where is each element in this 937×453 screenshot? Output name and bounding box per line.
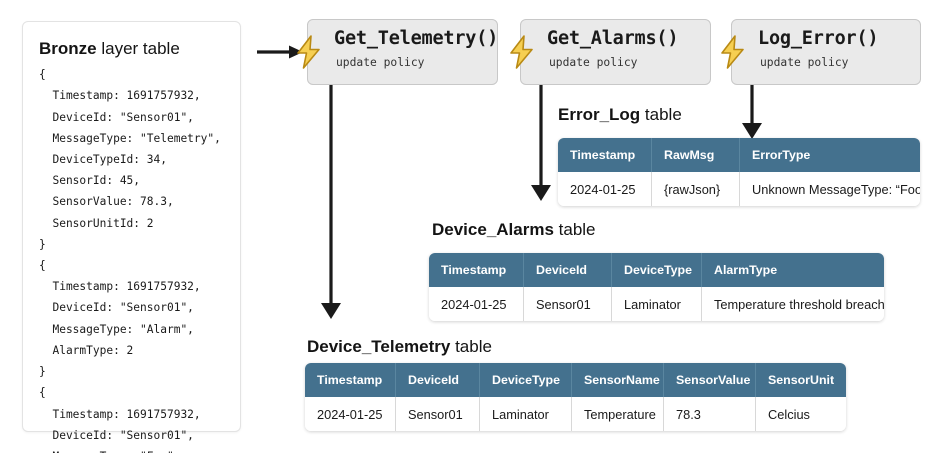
table-row: 2024-01-25 Sensor01 Laminator Temperatur… [429,287,884,321]
column-header: Timestamp [305,363,396,397]
error-log-table-title: Error_Log table [558,105,682,125]
arrow-log-error-to-error-log [742,85,762,139]
table-cell: Temperature [572,397,664,431]
bronze-title-bold: Bronze [39,39,97,58]
arrow-bronze-to-functions [257,45,303,59]
table-cell: 2024-01-25 [558,172,652,206]
error-log-title-bold: Error_Log [558,105,641,124]
table-cell: 2024-01-25 [305,397,396,431]
table-cell: 2024-01-25 [429,287,524,321]
function-subtitle: update policy [760,56,849,69]
device-alarms-title-bold: Device_Alarms [432,220,554,239]
function-box-get-alarms[interactable]: Get_Alarms() update policy [510,19,711,85]
error-log-title-rest: table [640,105,682,124]
arrow-alarms-to-device-alarms [531,85,551,201]
column-header: ErrorType [740,138,920,172]
bronze-title-rest: layer table [96,39,180,58]
function-subtitle: update policy [336,56,425,69]
device-alarms-title-rest: table [553,220,596,239]
device-alarms-table-title: Device_Alarms table [432,220,596,240]
column-header: SensorValue [664,363,756,397]
device-telemetry-title-rest: table [450,337,492,356]
column-header: Timestamp [429,253,524,287]
table-header-row: Timestamp DeviceId DeviceType AlarmType [429,253,884,287]
function-name: Log_Error() [758,28,879,49]
table-cell: {rawJson} [652,172,740,206]
column-header: DeviceId [396,363,480,397]
bronze-json-payload: { Timestamp: 1691757932, DeviceId: "Sens… [39,68,221,453]
device-alarms-table: Timestamp DeviceId DeviceType AlarmType … [429,253,884,321]
column-header: RawMsg [652,138,740,172]
table-row: 2024-01-25 {rawJson} Unknown MessageType… [558,172,920,206]
table-cell: Unknown MessageType: “Foo” [740,172,920,206]
device-telemetry-table: Timestamp DeviceId DeviceType SensorName… [305,363,846,431]
column-header: SensorUnit [756,363,846,397]
function-subtitle: update policy [549,56,638,69]
table-row: 2024-01-25 Sensor01 Laminator Temperatur… [305,397,846,431]
device-telemetry-title-bold: Device_Telemetry [307,337,451,356]
bronze-layer-card: Bronze layer table { Timestamp: 16917579… [22,21,241,453]
column-header: SensorName [572,363,664,397]
function-name: Get_Telemetry() [334,28,499,49]
column-header: DeviceType [480,363,572,397]
table-cell: Celcius [756,397,846,431]
table-cell: Laminator [480,397,572,431]
table-cell: 78.3 [664,397,756,431]
lightning-bolt-icon [510,35,533,69]
error-log-table: Timestamp RawMsg ErrorType 2024-01-25 {r… [558,138,920,206]
table-cell: Laminator [612,287,702,321]
lightning-bolt-icon [297,35,320,69]
function-box-get-telemetry[interactable]: Get_Telemetry() update policy [297,19,499,85]
function-name: Get_Alarms() [547,28,679,49]
column-header: DeviceType [612,253,702,287]
device-telemetry-table-title: Device_Telemetry table [307,337,492,357]
column-header: AlarmType [702,253,884,287]
column-header: Timestamp [558,138,652,172]
column-header: DeviceId [524,253,612,287]
table-cell: Temperature threshold breach [702,287,884,321]
table-header-row: Timestamp RawMsg ErrorType [558,138,920,172]
function-box-log-error[interactable]: Log_Error() update policy [721,19,921,85]
arrow-telemetry-to-device-telemetry [321,85,341,319]
table-cell: Sensor01 [524,287,612,321]
table-header-row: Timestamp DeviceId DeviceType SensorName… [305,363,846,397]
table-cell: Sensor01 [396,397,480,431]
bronze-layer-title: Bronze layer table [39,38,226,59]
lightning-bolt-icon [721,35,744,69]
